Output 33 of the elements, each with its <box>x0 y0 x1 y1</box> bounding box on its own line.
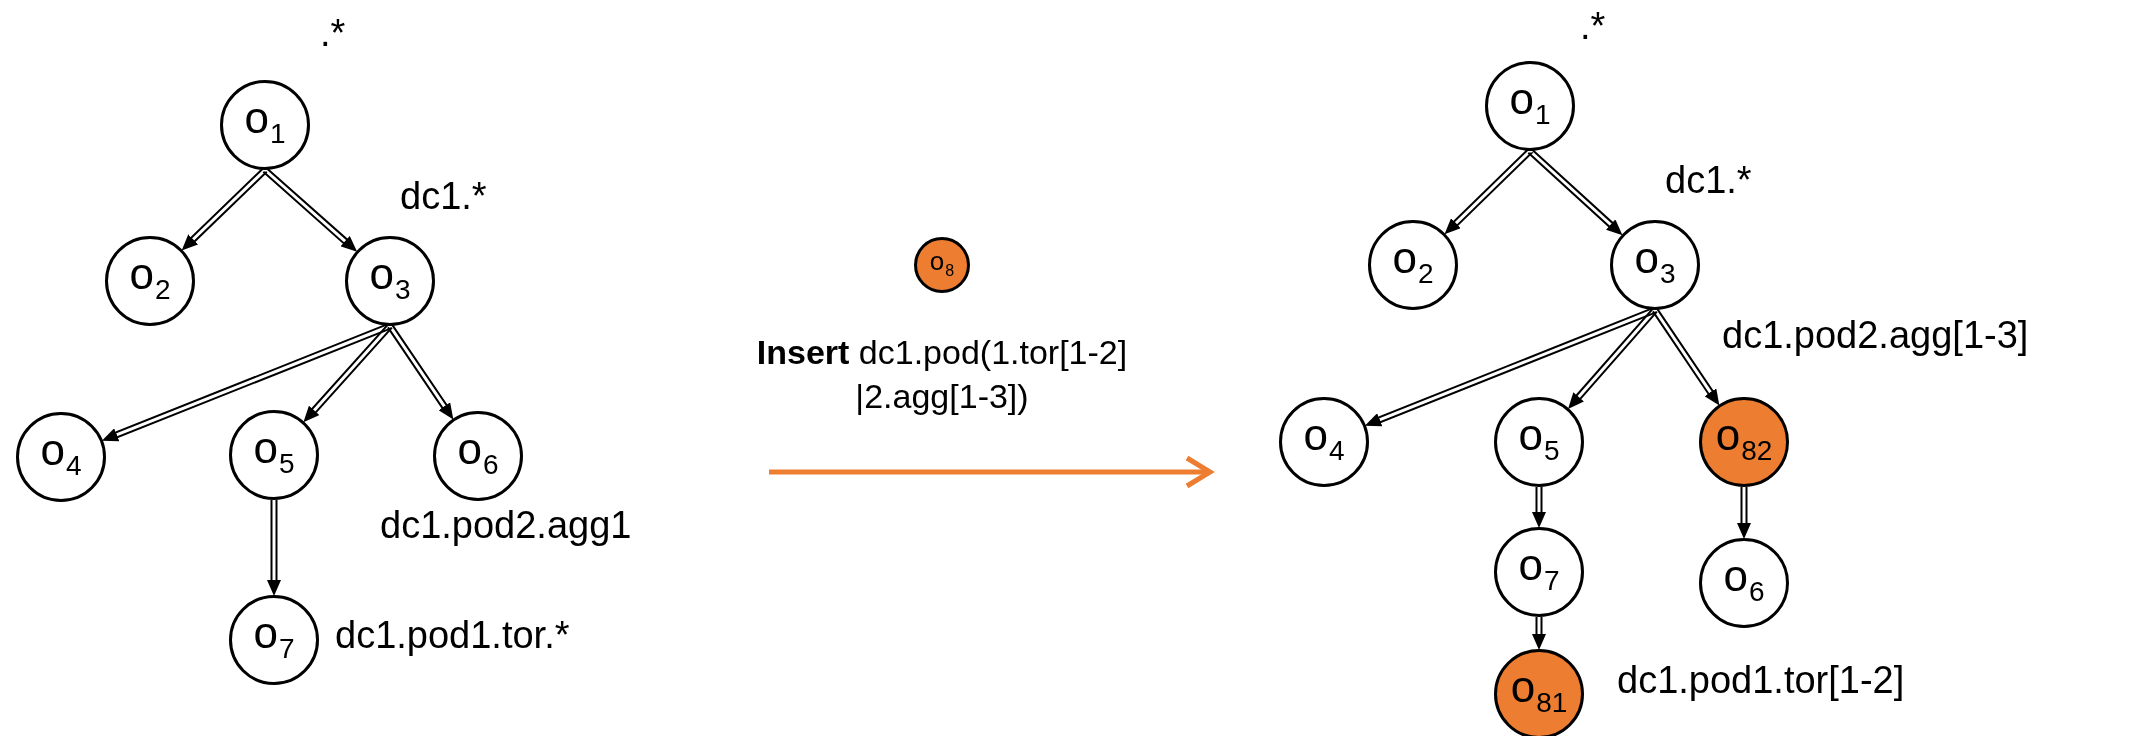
node-annotation: .* <box>1580 6 1606 48</box>
node-label: o$_{7}$ <box>253 611 295 666</box>
node-annotation: dc1.pod2.agg1 <box>380 505 632 547</box>
node-annotation: .* <box>320 13 346 55</box>
node-annotation: dc1.pod2.agg[1-3] <box>1722 315 2029 357</box>
node-label: o$_{6}$ <box>1723 554 1765 609</box>
double-line-arrow <box>386 323 454 420</box>
operation-text: Insert dc1.pod(1.tor[1-2] |2.agg[1-3]) <box>755 332 1129 418</box>
double-line-arrow <box>267 499 281 596</box>
node-label: o$_{3}$ <box>369 252 411 307</box>
node-label: o$_{1}$ <box>1509 77 1551 132</box>
tree-node-circle <box>914 237 970 293</box>
node-annotation: dc1.pod1.tor[1-2] <box>1617 660 1905 702</box>
node-annotation: dc1.* <box>1665 160 1752 202</box>
node-label: o$_{2}$ <box>1392 236 1434 291</box>
node-label: o$_{8}$ <box>929 248 955 281</box>
node-label: o$_{6}$ <box>457 427 499 482</box>
node-annotation: dc1.pod1.tor.* <box>335 615 570 657</box>
double-line-arrow <box>1532 486 1546 528</box>
node-annotation: dc1.* <box>400 176 487 218</box>
node-label: o$_{82}$ <box>1715 413 1773 468</box>
node-label: o$_{4}$ <box>40 428 82 483</box>
node-label: o$_{5}$ <box>253 426 295 481</box>
double-line-arrow <box>1737 486 1751 539</box>
node-label: o$_{7}$ <box>1518 543 1560 598</box>
node-label: o$_{81}$ <box>1510 665 1568 720</box>
node-label: o$_{3}$ <box>1634 236 1676 291</box>
node-label: o$_{1}$ <box>244 96 286 151</box>
double-line-arrow <box>1651 307 1720 406</box>
double-line-arrow <box>1532 616 1546 650</box>
node-label: o$_{4}$ <box>1303 413 1345 468</box>
node-label: o$_{2}$ <box>129 252 171 307</box>
node-label: o$_{5}$ <box>1518 413 1560 468</box>
